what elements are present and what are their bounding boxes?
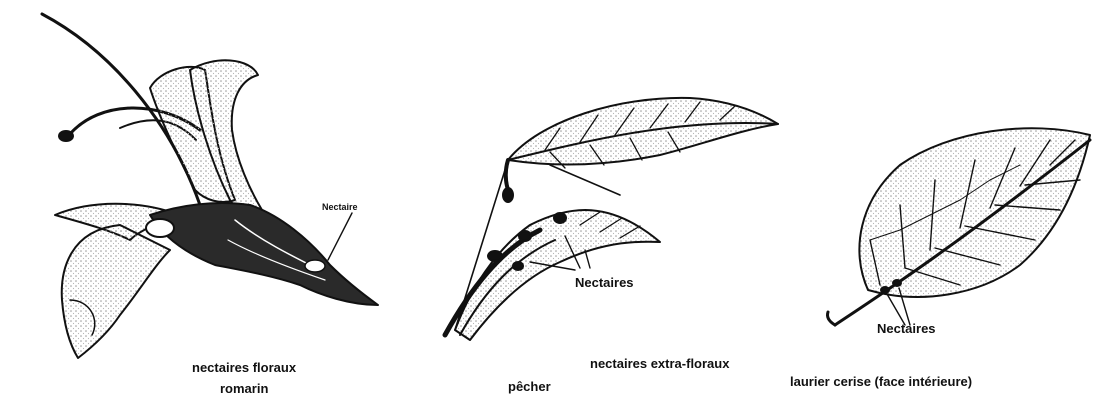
peach-nectaries-label: Nectaires — [575, 275, 634, 290]
rosemary-nectary-label: Nectaire — [322, 202, 358, 212]
rosemary-name-label: romarin — [220, 381, 268, 396]
cherry-laurel-leaf-drawing — [827, 128, 1090, 325]
rosemary-flower-drawing — [42, 14, 378, 358]
cherry-laurel-nectaries-label: Nectaires — [877, 321, 936, 336]
extrafloral-nectaries-title: nectaires extra-floraux — [590, 356, 730, 371]
peach-name-label: pêcher — [508, 379, 551, 394]
peach-leaf-drawing — [445, 98, 778, 340]
floral-nectaries-title: nectaires floraux — [192, 360, 297, 375]
cherry-laurel-name-label: laurier cerise (face intérieure) — [790, 374, 972, 389]
